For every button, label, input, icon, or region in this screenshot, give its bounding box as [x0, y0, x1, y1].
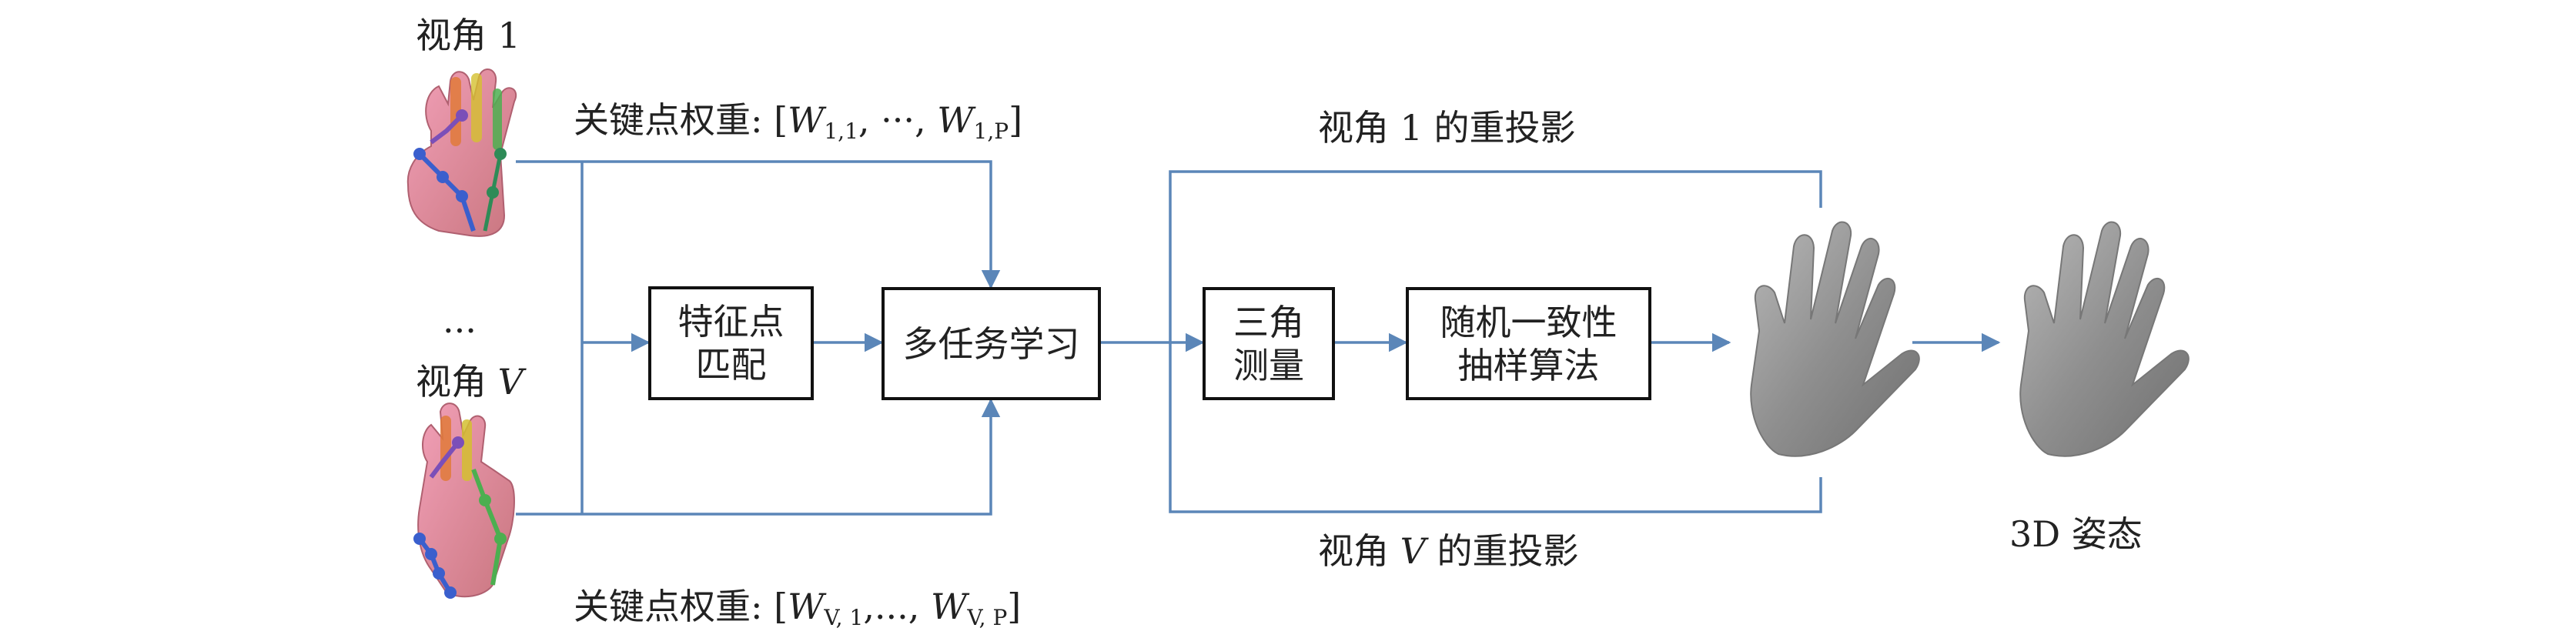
arrow-top-weights-to-multitask: [582, 160, 1001, 289]
view1-label: 视角 1: [416, 15, 520, 56]
views-ellipsis: ...: [443, 299, 477, 341]
reprojection-top-loop: [1169, 170, 1822, 342]
feature-matching-line1: 特征点: [677, 301, 785, 342]
bottom-weights-sub2: V, P: [967, 605, 1008, 630]
ransac-line2: 抽样算法: [1457, 344, 1600, 386]
viewV-label: 视角 V: [416, 362, 524, 402]
bottom-weights-w2: W: [931, 586, 968, 627]
feature-matching-line2: 匹配: [695, 344, 767, 386]
ransac-box: 随机一致性 抽样算法: [1406, 287, 1651, 400]
arrow-bottom-weights-to-multitask: [582, 398, 1001, 516]
triangulation-box: 三角 测量: [1203, 287, 1335, 400]
reconstructed-hand-icon: [1750, 221, 1920, 457]
top-weights-suffix: ]: [1009, 99, 1023, 141]
top-weights-mid: , ···,: [858, 99, 938, 141]
top-weights-w1: W: [788, 99, 825, 141]
bottom-weights-mid: ,...,: [863, 586, 932, 627]
top-weights-sub2: 1,P: [973, 119, 1009, 144]
top-weights-prefix: 关键点权重: [: [574, 99, 788, 141]
top-keypoint-weights: 关键点权重: [W1,1, ···, W1,P]: [574, 100, 1022, 152]
ransac-line1: 随机一致性: [1440, 301, 1618, 343]
triangulation-line1: 三角: [1233, 301, 1304, 343]
input-hand-view1-icon: [406, 68, 517, 237]
viewV-label-prefix: 视角: [416, 361, 498, 403]
feature-matching-box: 特征点 匹配: [648, 286, 814, 400]
reprojection-viewV-prefix: 视角: [1318, 530, 1400, 572]
final-3d-pose-hand-icon: [2019, 221, 2190, 457]
output-3d-pose-label: 3D 姿态: [2009, 513, 2143, 555]
reprojection-viewV-var: V: [1400, 530, 1426, 572]
reprojection-viewV-label: 视角 V 的重投影: [1318, 531, 1578, 571]
bottom-keypoint-weights: 关键点权重: [WV, 1,..., WV, P]: [574, 586, 1021, 638]
reprojection-view1-label: 视角 1 的重投影: [1318, 107, 1576, 149]
input-hand-viewV-icon: [413, 403, 515, 599]
reprojection-viewV-suffix: 的重投影: [1425, 530, 1579, 572]
triangulation-line2: 测量: [1233, 344, 1304, 386]
top-weights-sub1: 1,1: [824, 119, 858, 144]
bottom-weights-w1: W: [788, 586, 825, 627]
multitask-learning-box: 多任务学习: [882, 287, 1101, 400]
viewV-label-var: V: [497, 361, 524, 403]
bottom-weights-prefix: 关键点权重: [: [574, 586, 788, 627]
top-weights-w2: W: [937, 99, 974, 141]
bottom-weights-suffix: ]: [1007, 586, 1022, 627]
multitask-learning-label: 多任务学习: [902, 322, 1080, 365]
bottom-weights-sub1: V, 1: [824, 605, 864, 630]
reprojection-bottom-loop: [1169, 342, 1822, 513]
